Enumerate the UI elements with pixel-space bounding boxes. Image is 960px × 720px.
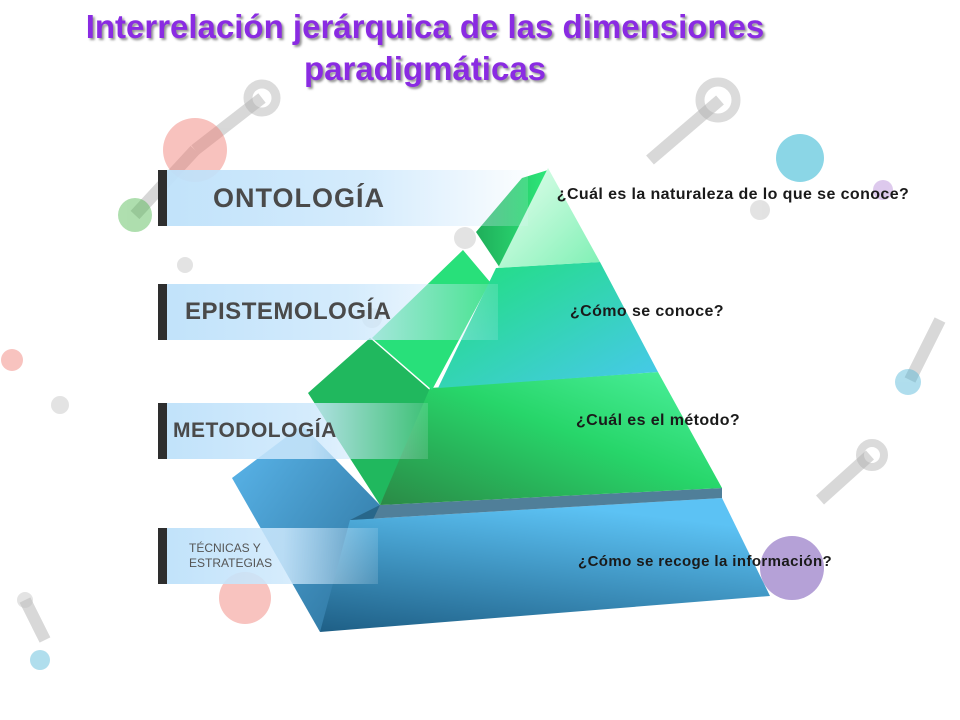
level-question: ¿Cómo se conoce?	[570, 303, 724, 320]
level-question: ¿Cuál es la naturaleza de lo que se cono…	[556, 186, 910, 203]
level-label: TÉCNICAS Y ESTRATEGIAS	[189, 541, 273, 570]
level-label: ONTOLOGÍA	[213, 182, 386, 213]
level-question: ¿Cómo se recoge la información?	[578, 553, 833, 570]
page-title: Interrelación jerárquica de las dimensio…	[85, 8, 765, 87]
level-label-band-epistemology: EPISTEMOLOGÍA	[158, 284, 498, 340]
level-label: EPISTEMOLOGÍA	[185, 298, 392, 325]
pyramid-level-4-front	[320, 498, 770, 632]
level-label-band-ontology: ONTOLOGÍA	[158, 170, 528, 226]
level-label-band-methodology: METODOLOGÍA	[158, 403, 428, 459]
level-label: METODOLOGÍA	[173, 419, 337, 442]
pyramid-level-3-front	[380, 372, 722, 505]
level-question: ¿Cuál es el método?	[576, 412, 741, 429]
pyramid-level-1-front	[498, 168, 600, 268]
level-label-band-techniques: TÉCNICAS Y ESTRATEGIAS	[158, 528, 378, 584]
